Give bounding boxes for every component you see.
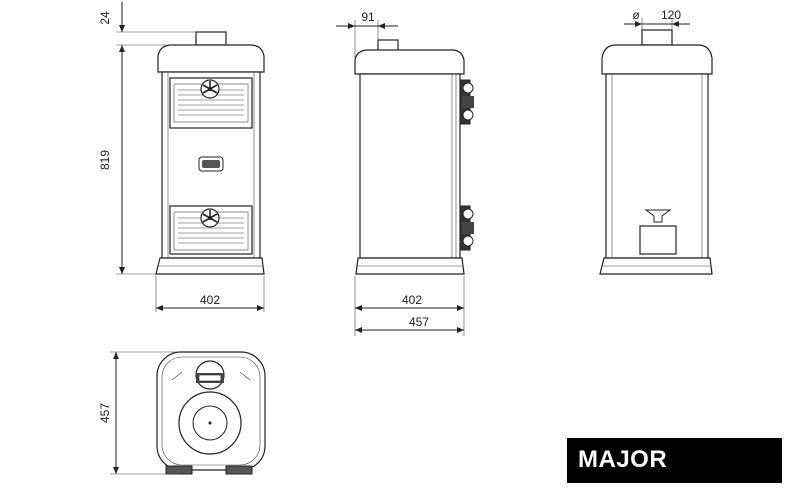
flue-outlet-top: [195, 360, 225, 390]
model-name-badge: MAJOR: [567, 438, 782, 483]
front-view: [155, 31, 265, 275]
lower-handle: [459, 205, 474, 251]
flue-height-label: 24: [98, 11, 112, 25]
fan-icon: [200, 208, 220, 228]
side-view: [354, 39, 474, 275]
top-dimensions: [110, 351, 180, 475]
front-dimensions: [116, 2, 265, 312]
rear-view: [599, 29, 713, 275]
flue-diameter-label: 120: [661, 8, 681, 22]
air-inlet: [639, 209, 677, 255]
side-depth-label: 457: [409, 315, 429, 329]
top-depth-label: 457: [98, 403, 112, 423]
upper-handle: [459, 79, 474, 125]
flue-offset-label: 91: [361, 10, 375, 24]
front-width-label: 402: [200, 293, 220, 307]
fan-icon: [200, 79, 220, 99]
side-dimensions: [336, 20, 465, 336]
side-width-label: 402: [402, 293, 422, 307]
rear-dimensions: [624, 18, 690, 30]
flue-diameter-symbol: ø: [632, 8, 640, 22]
model-name: MAJOR: [578, 446, 668, 473]
top-view: [156, 351, 266, 475]
total-height-label: 819: [98, 150, 112, 170]
